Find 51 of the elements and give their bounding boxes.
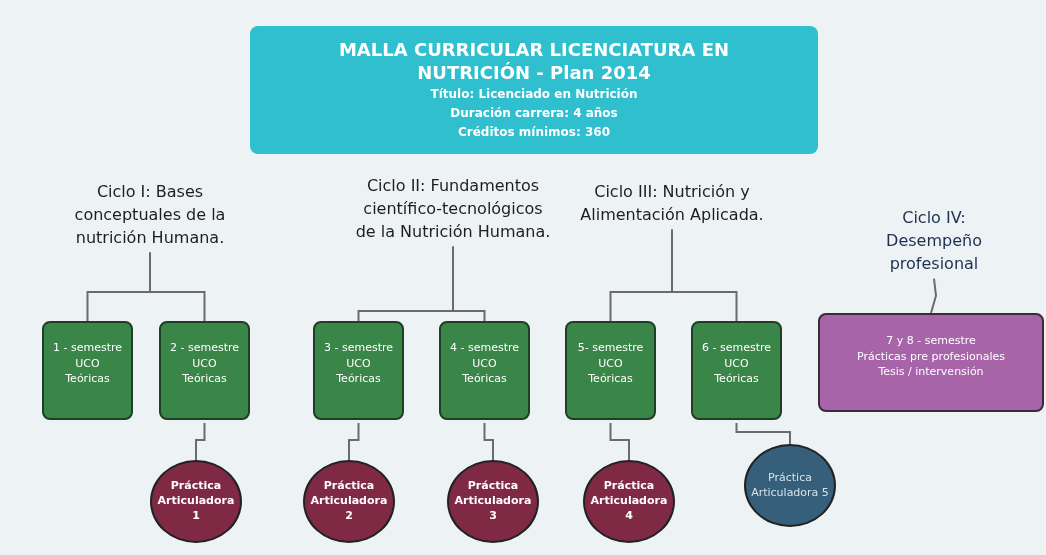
semester-box <box>159 321 250 420</box>
heading-text: Ciclo III: Nutrición y Alimentación Aplicada. <box>579 181 765 227</box>
circle-text: Práctica Articuladora 5 <box>751 470 829 501</box>
box-text: 2 - semestre <box>169 340 239 356</box>
box-text: Teóricas <box>462 371 507 387</box>
title-banner <box>250 26 818 154</box>
connector-line <box>483 422 494 461</box>
title-text: MALLA CURRICULAR LICENCIATURA EN NUTRICIÓN - Plan 2014 <box>337 37 731 85</box>
circle-text: Práctica Articuladora 3 <box>454 479 532 524</box>
box-text: 6 - semestre <box>701 340 771 356</box>
connector-line <box>671 228 738 322</box>
box-text: Teóricas <box>182 371 227 387</box>
semester-box <box>42 321 133 420</box>
box-text: 7 y 8 - semestre <box>886 332 976 349</box>
heading-text: Ciclo II: Fundamentos científico-tecnológicos de la Nutrición Humana. <box>354 175 552 244</box>
connector-line <box>930 277 937 314</box>
connector-line <box>195 422 206 461</box>
box-text: Teóricas <box>714 371 759 387</box>
subtitle-text: Créditos mínimos: 360 <box>457 124 611 141</box>
connector-line <box>452 245 486 322</box>
box-text: Tesis / intervensión <box>878 364 984 381</box>
box-text: UCO <box>598 355 623 372</box>
box-text: 5- semestre <box>577 340 644 356</box>
semester-box <box>313 321 404 420</box>
connector-line <box>348 422 360 461</box>
subtitle-text: Duración carrera: 4 años <box>450 104 618 122</box>
box-text: Prácticas pre profesionales <box>856 348 1006 365</box>
box-text: UCO <box>192 355 217 372</box>
circle-text: Práctica Articuladora 2 <box>310 479 388 524</box>
box-text: Teóricas <box>336 371 381 387</box>
connector-line <box>149 251 206 322</box>
box-text: 1 - semestre <box>52 340 122 356</box>
box-text: UCO <box>346 355 371 372</box>
box-text: 4 - semestre <box>449 340 519 356</box>
box-text: 3 - semestre <box>323 340 393 356</box>
semester-box <box>439 321 530 420</box>
box-text: Teóricas <box>65 371 110 387</box>
circle-text: Práctica Articuladora 1 <box>157 479 235 524</box>
box-text: UCO <box>724 355 749 372</box>
heading-text: Ciclo IV: Desempeño profesional <box>885 207 983 276</box>
semester-box <box>565 321 656 420</box>
circle-text: Práctica Articuladora 4 <box>590 479 668 524</box>
heading-text: Ciclo I: Bases conceptuales de la nutrición Humana. <box>73 181 227 250</box>
connector-line <box>609 422 630 461</box>
semester-box <box>691 321 782 420</box>
semester-box <box>818 313 1044 412</box>
subtitle-text: Título: Licenciado en Nutrición <box>430 85 638 103</box>
box-text: Teóricas <box>588 371 633 387</box>
box-text: UCO <box>472 355 497 372</box>
connector-line <box>735 422 791 445</box>
box-text: UCO <box>75 355 100 372</box>
